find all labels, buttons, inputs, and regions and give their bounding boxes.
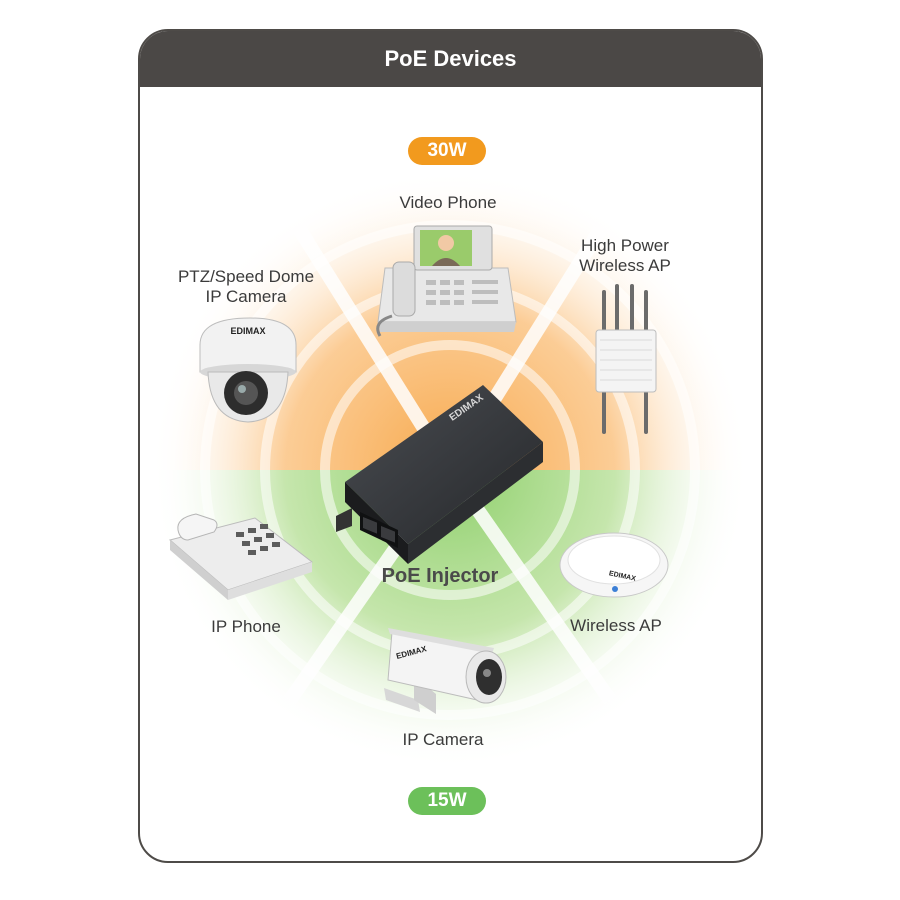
dome-camera-icon: EDIMAX xyxy=(199,317,297,423)
label-high-power-ap-line2: Wireless AP xyxy=(579,256,671,275)
label-high-power-ap: High Power Wireless AP xyxy=(579,236,671,276)
bullet-camera-icon: EDIMAX xyxy=(384,628,507,714)
badge-30w: 30W xyxy=(408,137,486,165)
ceiling-ap-icon: EDIMAX xyxy=(559,532,669,598)
video-phone-icon xyxy=(376,225,517,337)
label-video-phone: Video Phone xyxy=(399,193,497,212)
svg-text:EDIMAX: EDIMAX xyxy=(230,326,265,336)
label-poe-injector: PoE Injector xyxy=(381,565,499,587)
poe-injector-icon: EDIMAX xyxy=(336,385,543,564)
label-wireless-ap: Wireless AP xyxy=(570,616,662,635)
label-ip-phone: IP Phone xyxy=(211,617,281,636)
label-ptz-camera: PTZ/Speed Dome IP Camera xyxy=(178,267,314,307)
label-ip-camera: IP Camera xyxy=(402,730,484,749)
label-ptz-camera-line1: PTZ/Speed Dome xyxy=(177,267,315,286)
card-header-title: PoE Devices xyxy=(140,31,761,87)
desk-phone-icon xyxy=(168,513,314,600)
badge-15w: 15W xyxy=(408,787,486,815)
label-ptz-camera-line2: IP Camera xyxy=(205,287,287,306)
label-high-power-ap-line1: High Power xyxy=(581,236,669,255)
outdoor-ap-icon xyxy=(595,284,657,434)
